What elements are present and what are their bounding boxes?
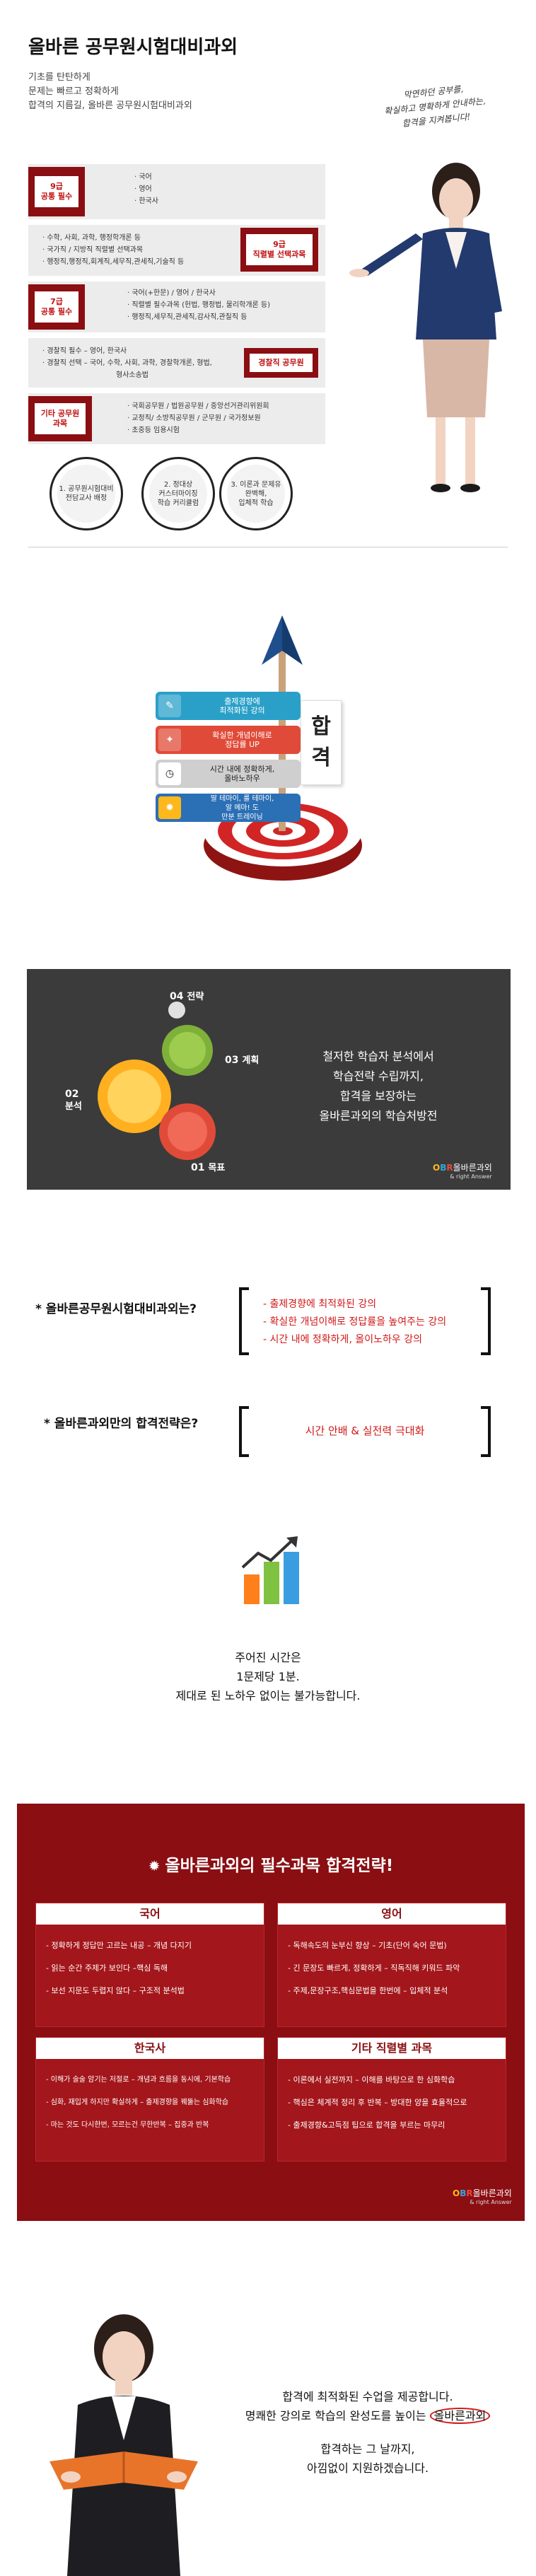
bracket-left	[239, 1406, 249, 1457]
target-tag-3: ◷ 시간 내에 정확하게, 올바노하우	[156, 760, 301, 788]
step-2-text: 2. 정대상 커스터마이징 학습 커리큘럼	[149, 465, 207, 523]
grade9-elective-label: 9급 직렬별 선택과목	[245, 233, 314, 267]
grade9-elective-list: · 수학, 사회, 과학, 행정학개론 등 · 국가직 / 지방직 직렬별 선택…	[42, 232, 184, 268]
list-item: · 수학, 사회, 과학, 행정학개론 등	[42, 234, 141, 242]
teacher-with-book-illustration	[49, 2314, 198, 2576]
list-item: · 한국사	[134, 197, 158, 205]
other-list: · 국회공무원 / 법원공무원 / 중앙선거관리위원회 · 교정직/ 소방직공무…	[127, 400, 269, 436]
major-list: - 이론에서 실전까지 – 이해를 바탕으로 한 심화학습 - 핵심은 체계적 …	[288, 2075, 467, 2130]
answer-1-list: - 출제경향에 최적화된 강의 - 확실한 개념이해로 정답률을 높여주는 강의…	[263, 1299, 447, 1345]
strategy-step-01: 01 목표	[191, 1162, 226, 1173]
step-circle-1: 1. 공무원시험대비 전담교사 배정	[49, 457, 123, 530]
answer-2: 시간 안배 & 실전력 극대화	[305, 1425, 425, 1437]
brand-highlight: 올바른과외	[429, 2408, 491, 2424]
subtitle-line: 기초를 탄탄하게	[28, 72, 91, 83]
target-tag-1: ✎ 출제경향에 최적화된 강의	[156, 692, 301, 720]
puzzle-icon: ✦	[158, 729, 181, 751]
question-1: * 올바른공무원시험대비과외는?	[35, 1302, 197, 1316]
subtitle-line: 합격의 지름길, 올바른 공무원시험대비과외	[28, 100, 192, 111]
grade9-common-box: 9급 공통 필수	[28, 167, 85, 216]
bracket-left	[239, 1287, 249, 1355]
subject-korean: 국어 - 정확하게 정답만 고르는 내공 – 개념 다지기 - 읽는 순간 주제…	[35, 1903, 264, 2027]
grade9-common-label: 9급 공통 필수	[33, 175, 80, 209]
subjects-title: ✹ 올바른과외의 필수과목 합격전략!	[148, 1857, 394, 1875]
list-item: · 행정직,세무직,관세직,감사직,관칠직 등	[127, 313, 247, 321]
time-text: 주어진 시간은 1문제당 1분. 제대로 된 노하우 없이는 불가능합니다.	[175, 1651, 361, 1702]
other-label: 기타 공무원 과목	[33, 402, 87, 436]
list-item: 형사소송법	[116, 371, 148, 379]
intro-subtitle: 기초를 탄탄하게 문제는 빠르고 정확하게 합격의 지름길, 올바른 공무원시험…	[28, 71, 192, 113]
history-list: - 이해가 술술 암기는 저절로 – 개념과 흐름을 동시에, 기본학습 - 심…	[46, 2076, 231, 2129]
brand-logo: OBR올바른과외 & right Answer	[433, 1163, 492, 1180]
grade9-elective-box: 9급 직렬별 선택과목	[240, 228, 318, 272]
list-item: · 직렬별 필수과목 (헌법, 행정법, 물리학개론 등)	[127, 301, 271, 309]
english-list: - 독해속도의 눈부신 향상 – 기초(단어 숙어 문법) - 긴 문장도 빠르…	[288, 1941, 460, 1995]
clipboard-icon: ✎	[158, 695, 181, 717]
list-item: · 경찰직 선택 – 국어, 수학, 사회, 과학, 경찰학개론, 형법,	[42, 359, 212, 367]
strategy-text: 철저한 학습자 분석에서 학습전략 수립까지, 합격을 보장하는 올바른과외의 …	[319, 1050, 438, 1122]
subject-major: 기타 직렬별 과목 - 이론에서 실전까지 – 이해를 바탕으로 한 심화학습 …	[277, 2037, 506, 2162]
police-label: 경찰직 공무원	[248, 352, 314, 373]
grade7-list: · 국어(+한문) / 영어 / 한국사 · 직렬별 필수과목 (헌법, 행정법…	[127, 287, 270, 323]
lightbulb-icon: ✹	[158, 796, 181, 819]
list-item: · 경찰직 필수 – 영어, 한국사	[42, 347, 127, 355]
list-item: · 국회공무원 / 법원공무원 / 중앙선거관리위원회	[127, 402, 269, 410]
target-tag-4: ✹ 딸 테마이, 룰 테마이, 알 메마! 도 만분 트레이닝	[156, 794, 301, 822]
step-circle-2: 2. 정대상 커스터마이징 학습 커리큘럼	[141, 457, 215, 530]
bracket-right	[481, 1287, 491, 1355]
lightbulb-icon: ✹	[148, 1857, 165, 1874]
pass-card: 합 격	[301, 700, 342, 785]
step-circle-3: 3. 이론과 문제유 완벽해, 입체적 학습	[219, 457, 293, 530]
subtitle-line: 문제는 빠르고 정확하게	[28, 86, 119, 97]
list-item: · 국어	[134, 173, 152, 181]
list-item: · 초중등 임용시험	[127, 427, 180, 434]
step-1-text: 1. 공무원시험대비 전담교사 배정	[57, 465, 115, 523]
target-tag-2: ✦ 확실한 개념이해로 정답률 UP	[156, 726, 301, 754]
bracket-right	[481, 1406, 491, 1457]
other-box: 기타 공무원 과목	[28, 396, 92, 441]
list-item: · 영어	[134, 185, 152, 193]
clock-icon: ◷	[158, 762, 181, 785]
grade9-common-list: · 국어 · 영어 · 한국사	[134, 171, 158, 207]
strategy-gears-graphic	[98, 1002, 216, 1160]
korean-list: - 정확하게 정답만 고르는 내공 – 개념 다지기 - 읽는 순간 주제가 보…	[46, 1941, 192, 1995]
page-title: 올바른 공무원시험대비과외	[28, 37, 238, 58]
subject-english: 영어 - 독해속도의 눈부신 향상 – 기초(단어 숙어 문법) - 긴 문장도…	[277, 1903, 506, 2027]
growth-chart-icon	[241, 1536, 299, 1604]
closing-line-2: 명쾌한 강의로 학습의 완성도를 높이는 올바른과외	[233, 2406, 502, 2425]
closing-text: 합격에 최적화된 수업을 제공합니다. 명쾌한 강의로 학습의 완성도를 높이는…	[233, 2387, 502, 2478]
strategy-step-03: 03 계획	[225, 1055, 260, 1066]
subject-history: 한국사 - 이해가 술술 암기는 저절로 – 개념과 흐름을 동시에, 기본학습…	[35, 2037, 264, 2162]
step-3-text: 3. 이론과 문제유 완벽해, 입체적 학습	[227, 465, 285, 523]
list-item: · 국어(+한문) / 영어 / 한국사	[127, 289, 216, 297]
brand-logo: OBR올바른과외 & right Answer	[453, 2188, 512, 2205]
grade7-label: 7급 공통 필수	[33, 290, 80, 324]
police-list: · 경찰직 필수 – 영어, 한국사 · 경찰직 선택 – 국어, 수학, 사회…	[42, 345, 212, 381]
list-item: · 교정직/ 소방직공무원 / 군무원 / 국가정보원	[127, 414, 261, 422]
list-item: · 국가직 / 지방직 직렬별 선택과목	[42, 246, 144, 254]
strategy-step-04: 04 전략	[170, 991, 204, 1002]
list-item: · 행정직,행정직,회계직,세무직,관세직,기술직 등	[42, 258, 185, 266]
question-2: * 올바른과외만의 합격전략은?	[44, 1417, 199, 1431]
teacher-illustration	[349, 163, 502, 492]
handwritten-note: 막연하던 공부를, 확실하고 명확하게 안내하는, 합격을 지켜봅니다!	[355, 77, 514, 136]
police-box: 경찰직 공무원	[244, 348, 318, 378]
grade7-box: 7급 공통 필수	[28, 284, 85, 330]
